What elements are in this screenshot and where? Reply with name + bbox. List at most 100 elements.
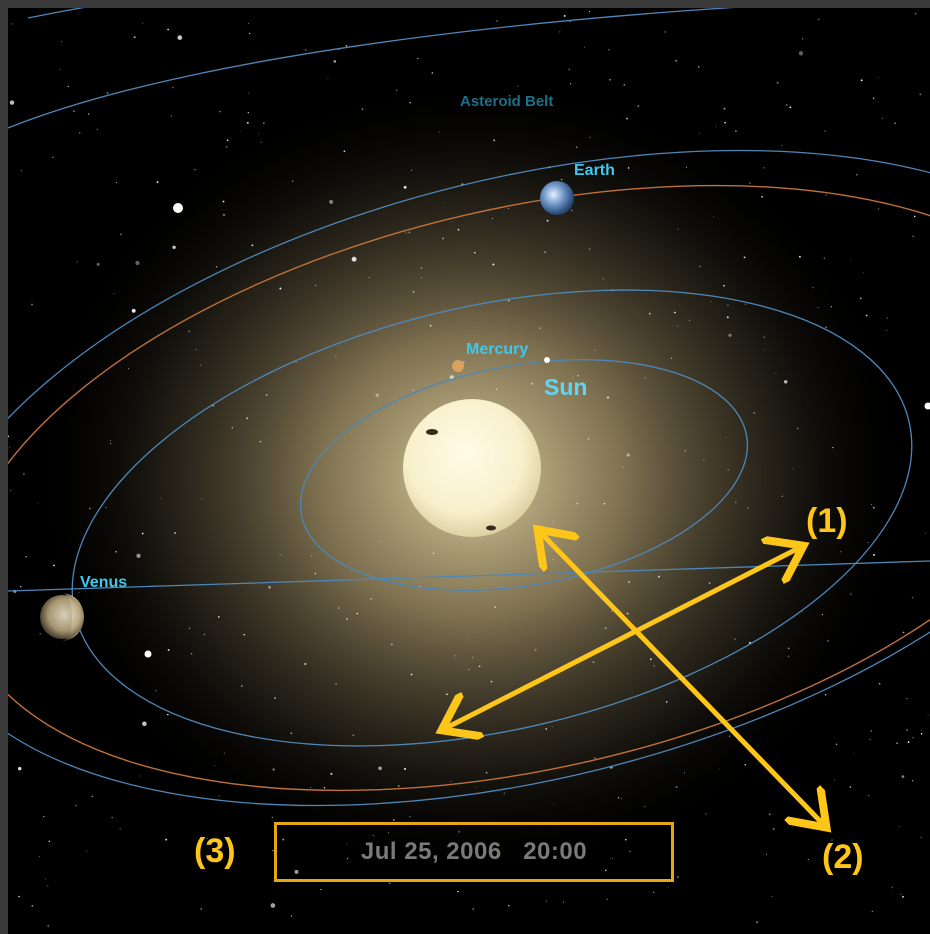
far-orbit-arc	[8, 8, 735, 129]
star	[869, 738, 871, 741]
star	[517, 85, 519, 87]
star	[45, 878, 46, 880]
star	[167, 713, 169, 716]
star	[622, 466, 624, 468]
star	[409, 816, 411, 818]
star	[405, 232, 407, 234]
star	[142, 721, 147, 727]
star	[559, 31, 561, 33]
date-time-highlight-box: Jul 25, 2006 20:00	[274, 822, 674, 882]
star	[338, 607, 340, 609]
star	[388, 832, 390, 834]
star	[391, 643, 393, 646]
star	[343, 150, 346, 153]
star	[47, 925, 50, 927]
star	[142, 22, 144, 24]
star	[724, 121, 726, 124]
star	[349, 433, 351, 435]
star	[915, 13, 917, 15]
sun-body[interactable]	[403, 399, 541, 537]
star	[830, 306, 833, 308]
star	[119, 233, 122, 236]
star	[223, 214, 225, 216]
star	[657, 636, 659, 638]
star	[215, 266, 218, 268]
mercury-body[interactable]	[452, 360, 464, 372]
star	[744, 763, 747, 766]
star	[47, 885, 49, 887]
star	[817, 18, 820, 21]
star	[392, 819, 395, 821]
star	[699, 265, 701, 268]
asteroid-belt-label: Asteroid Belt	[460, 93, 554, 110]
star	[896, 742, 898, 745]
star	[886, 317, 888, 319]
star	[248, 32, 251, 35]
star	[545, 900, 547, 902]
star	[167, 28, 169, 31]
star	[22, 472, 25, 475]
star	[410, 169, 412, 171]
star	[735, 130, 737, 132]
star	[873, 553, 876, 556]
star	[136, 553, 141, 558]
star	[912, 780, 914, 782]
star	[902, 631, 905, 634]
star	[589, 10, 591, 12]
star	[412, 290, 415, 293]
date-time-display[interactable]: Jul 25, 2006 20:00	[360, 838, 588, 865]
star	[495, 388, 498, 390]
star	[871, 504, 872, 505]
solar-system-viewport[interactable]: Asteroid Belt Earth Mercury Sun Venus (1…	[8, 8, 930, 934]
star	[279, 287, 282, 290]
star	[617, 797, 620, 799]
star	[783, 380, 788, 384]
star	[644, 805, 646, 808]
star	[37, 502, 39, 504]
star	[723, 284, 725, 287]
star	[575, 146, 578, 149]
star	[231, 427, 233, 429]
star	[258, 133, 259, 135]
star	[629, 850, 631, 852]
star	[248, 92, 250, 94]
star	[260, 141, 262, 143]
bright-star	[173, 203, 183, 213]
star	[789, 106, 792, 109]
star	[431, 72, 434, 74]
star	[785, 104, 788, 106]
star	[378, 766, 382, 771]
star	[821, 614, 823, 616]
star	[403, 185, 407, 189]
scene-canvas[interactable]	[8, 8, 930, 934]
star	[159, 497, 161, 499]
star	[871, 910, 873, 913]
earth-body[interactable]	[540, 181, 574, 215]
star	[612, 857, 614, 859]
star	[172, 245, 176, 250]
star	[825, 194, 827, 196]
star	[294, 869, 299, 874]
star	[494, 606, 497, 608]
star	[870, 730, 873, 732]
star	[39, 633, 41, 635]
star	[310, 787, 312, 789]
star	[115, 181, 118, 183]
star	[329, 199, 334, 204]
bright-star	[144, 650, 152, 658]
star	[39, 855, 41, 858]
star	[725, 437, 727, 438]
star	[471, 656, 474, 658]
star	[217, 616, 220, 618]
star	[743, 256, 746, 259]
star	[665, 701, 668, 703]
star	[48, 840, 51, 843]
star	[608, 49, 610, 51]
star	[314, 284, 317, 287]
star	[849, 786, 852, 788]
star	[653, 665, 655, 667]
star	[106, 92, 109, 94]
star	[637, 105, 640, 107]
star	[333, 60, 337, 63]
star	[165, 838, 168, 841]
